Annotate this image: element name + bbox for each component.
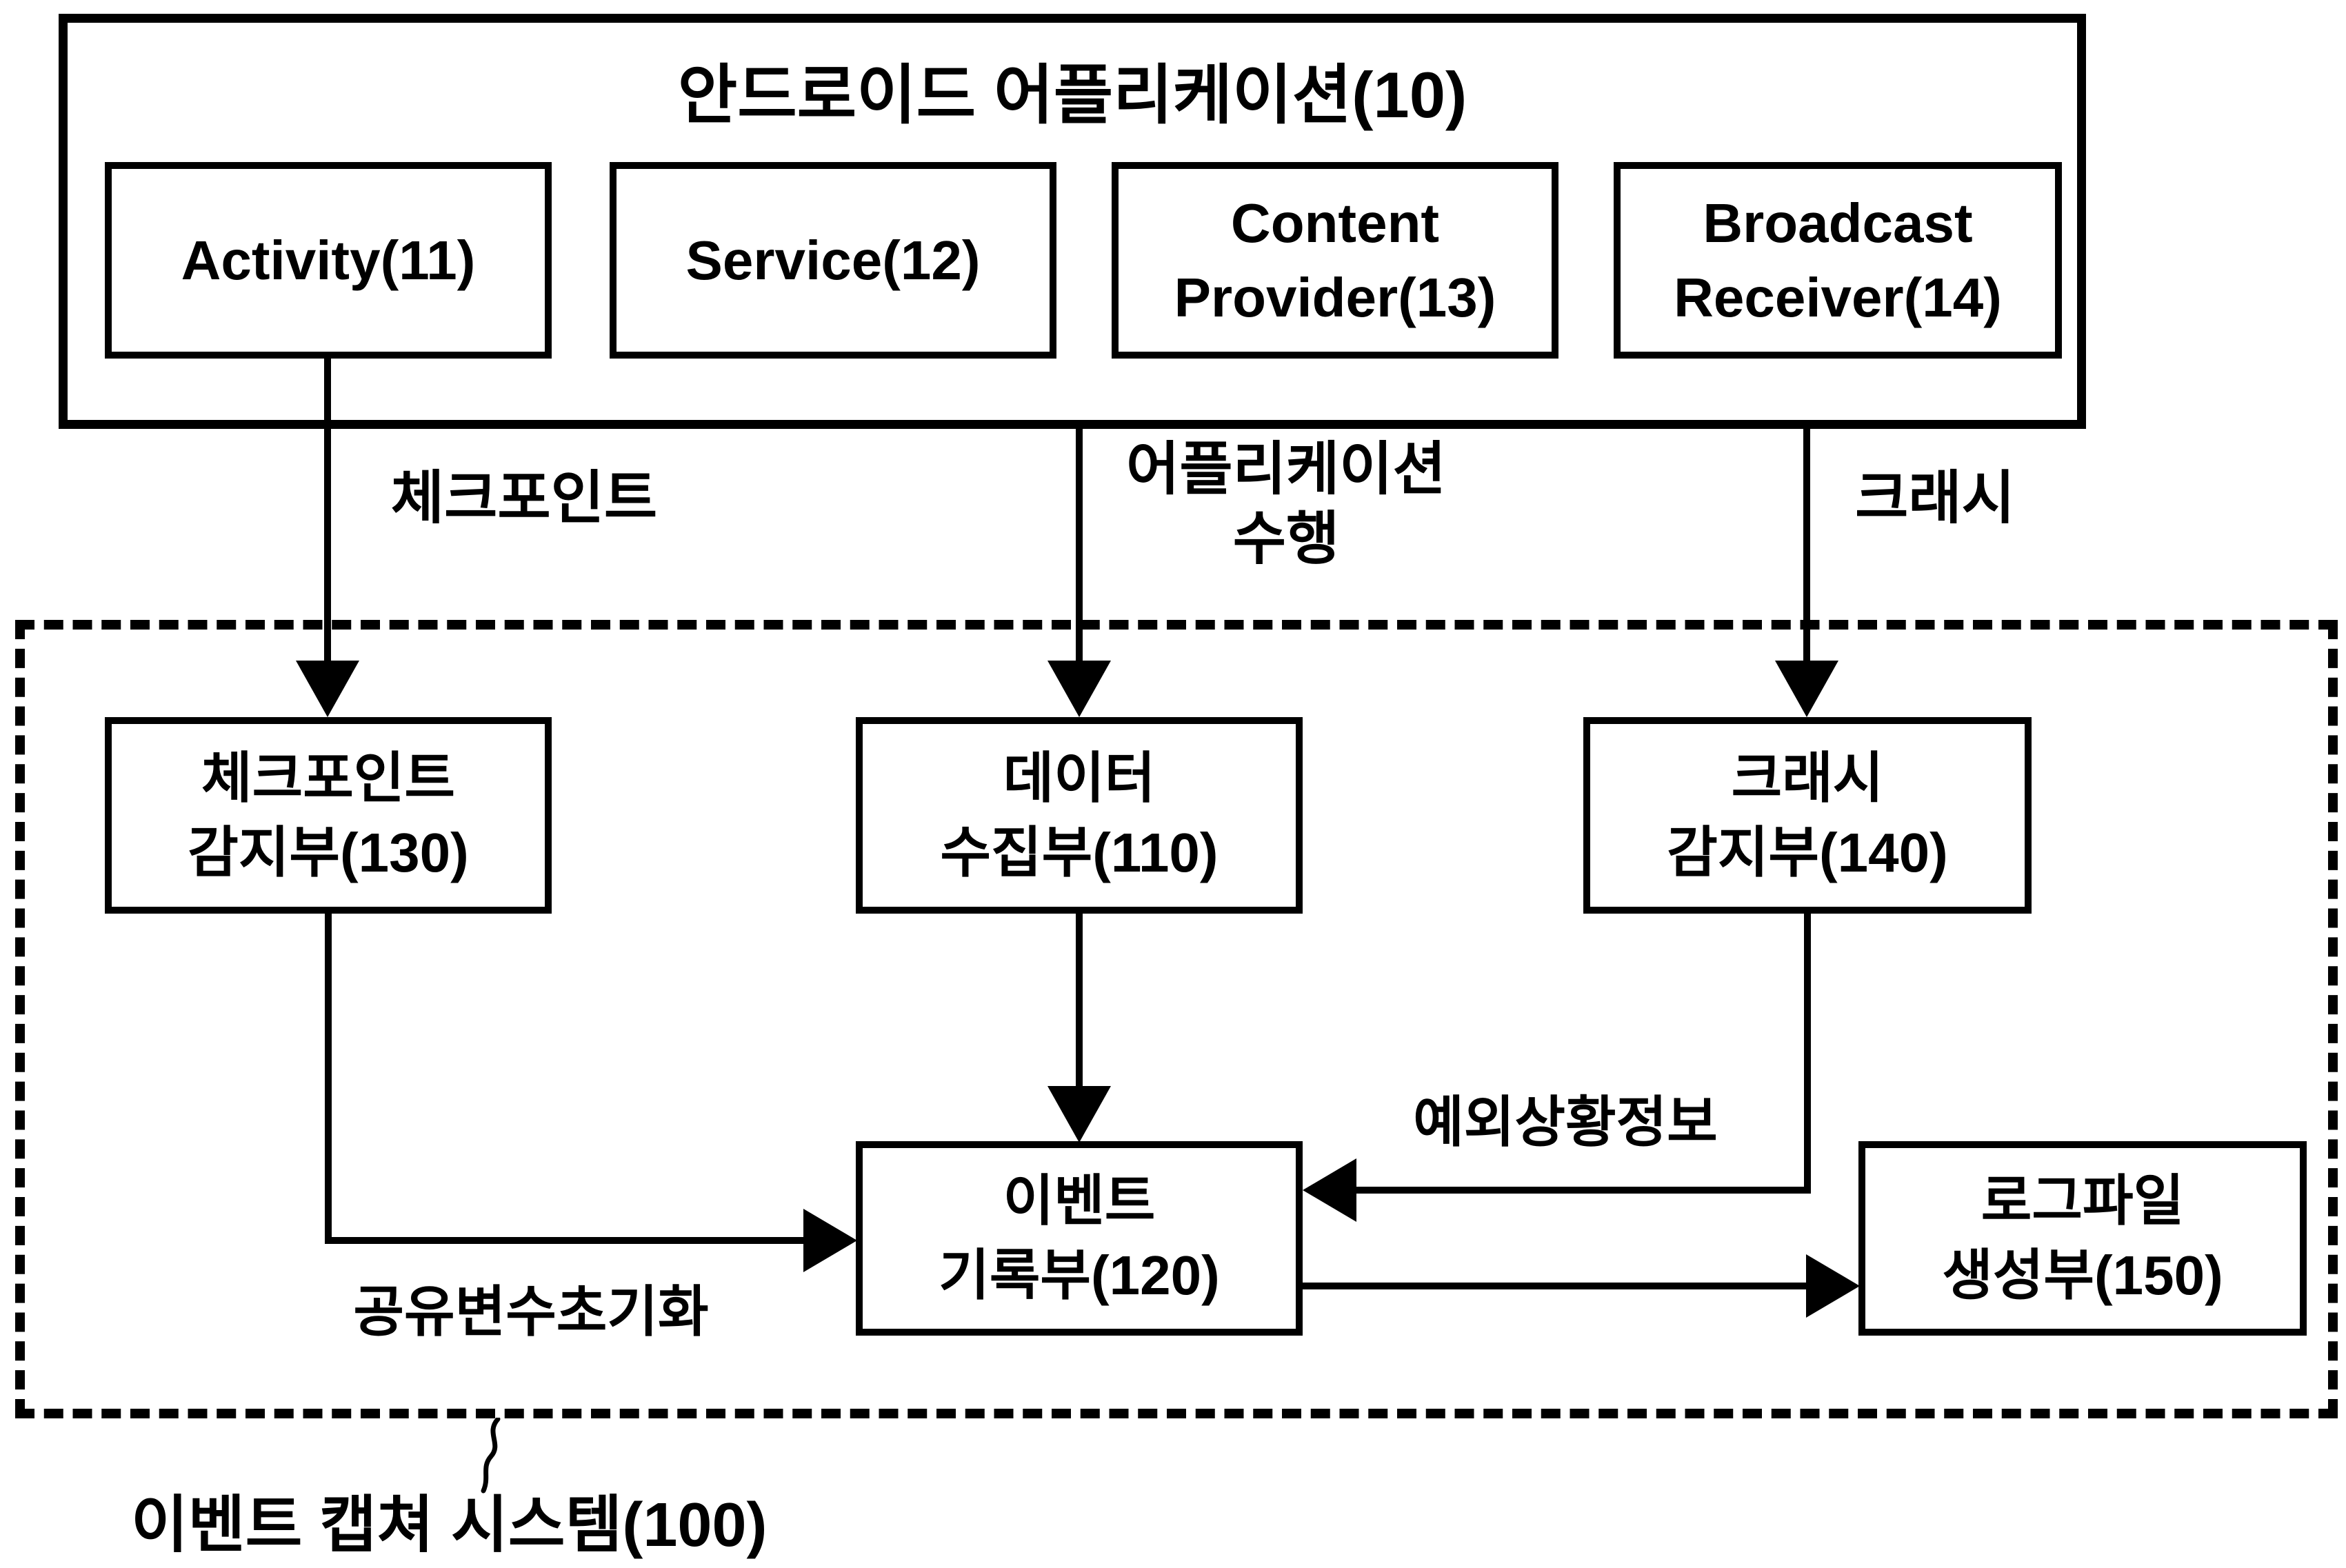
- arrowhead-app-exec-icon: [1047, 661, 1111, 717]
- app-exec-edge-label-line1: 어플리케이션: [1126, 436, 1446, 501]
- activity-label: Activity(11): [181, 229, 476, 291]
- data-collector-box: 데이터 수집부(110): [856, 717, 1303, 914]
- line-event-recorder-to-log-generator: [1300, 1283, 1810, 1289]
- service-label: Service(12): [685, 229, 981, 291]
- checkpoint-detector-label-line1: 체크포인트: [201, 747, 455, 809]
- android-application-title: 안드로이드 어플리케이션(10): [677, 59, 1467, 131]
- data-collector-label-line1: 데이터: [1003, 747, 1156, 809]
- line-checkpoint-detector-down: [325, 910, 332, 1244]
- content-provider-label-line1: Content: [1230, 192, 1440, 254]
- line-data-collector-to-event-recorder: [1076, 910, 1083, 1093]
- line-application-to-data-collector: [1076, 422, 1083, 674]
- content-provider-box: Content Provider(13): [1112, 162, 1558, 359]
- crash-detector-box: 크래시 감지부(140): [1583, 717, 2032, 914]
- arrowhead-data-to-event-icon: [1047, 1086, 1111, 1143]
- line-application-to-crash-detector: [1803, 422, 1810, 674]
- crash-detector-label-line1: 크래시: [1731, 747, 1884, 809]
- crash-edge-label: 크래시: [1855, 465, 2015, 530]
- checkpoint-detector-box: 체크포인트 감지부(130): [105, 717, 552, 914]
- event-capture-system-caption: 이벤트 캡쳐 시스템(100): [131, 1491, 768, 1560]
- log-file-generator-box: 로그파일 생성부(150): [1858, 1141, 2307, 1336]
- broadcast-receiver-label-line1: Broadcast: [1703, 192, 1973, 254]
- log-file-generator-label-line2: 생성부(150): [1942, 1245, 2223, 1306]
- exception-info-label: 예외상황정보: [1413, 1092, 1718, 1153]
- line-crash-detector-to-event-recorder: [1352, 1187, 1811, 1194]
- checkpoint-detector-label-line2: 감지부(130): [188, 821, 469, 883]
- line-checkpoint-detector-to-event-recorder: [325, 1237, 808, 1244]
- service-box: Service(12): [610, 162, 1056, 359]
- app-exec-edge-label: 어플리케이션 수행: [1038, 434, 1534, 574]
- activity-box: Activity(11): [105, 162, 552, 359]
- broadcast-receiver-label-line2: Receiver(14): [1674, 266, 2002, 328]
- log-file-generator-label-line1: 로그파일: [1981, 1170, 2185, 1232]
- content-provider-label-line2: Provider(13): [1174, 266, 1496, 328]
- app-exec-edge-label-line2: 수행: [1232, 505, 1340, 571]
- event-recorder-label-line2: 기록부(120): [939, 1245, 1220, 1306]
- checkpoint-edge-label: 체크포인트: [390, 465, 658, 530]
- arrowhead-crash-icon: [1775, 661, 1838, 717]
- crash-detector-label-line2: 감지부(140): [1667, 821, 1948, 883]
- data-collector-label-line2: 수집부(110): [940, 821, 1219, 883]
- broadcast-receiver-box: Broadcast Receiver(14): [1614, 162, 2062, 359]
- event-recorder-box: 이벤트 기록부(120): [856, 1141, 1303, 1336]
- event-capture-system-boundary: [15, 620, 2338, 1418]
- caption-leader-squiggle-icon: [481, 1418, 501, 1494]
- arrowhead-checkpoint-icon: [296, 661, 359, 717]
- line-activity-to-checkpoint-detector: [324, 357, 331, 674]
- arrowhead-shared-var-icon: [803, 1209, 857, 1272]
- event-recorder-label-line1: 이벤트: [1003, 1170, 1156, 1232]
- arrowhead-log-generator-icon: [1806, 1254, 1860, 1318]
- line-crash-detector-down: [1804, 910, 1811, 1194]
- shared-var-init-label: 공유변수초기화: [353, 1281, 709, 1343]
- arrowhead-exception-info-icon: [1303, 1158, 1356, 1222]
